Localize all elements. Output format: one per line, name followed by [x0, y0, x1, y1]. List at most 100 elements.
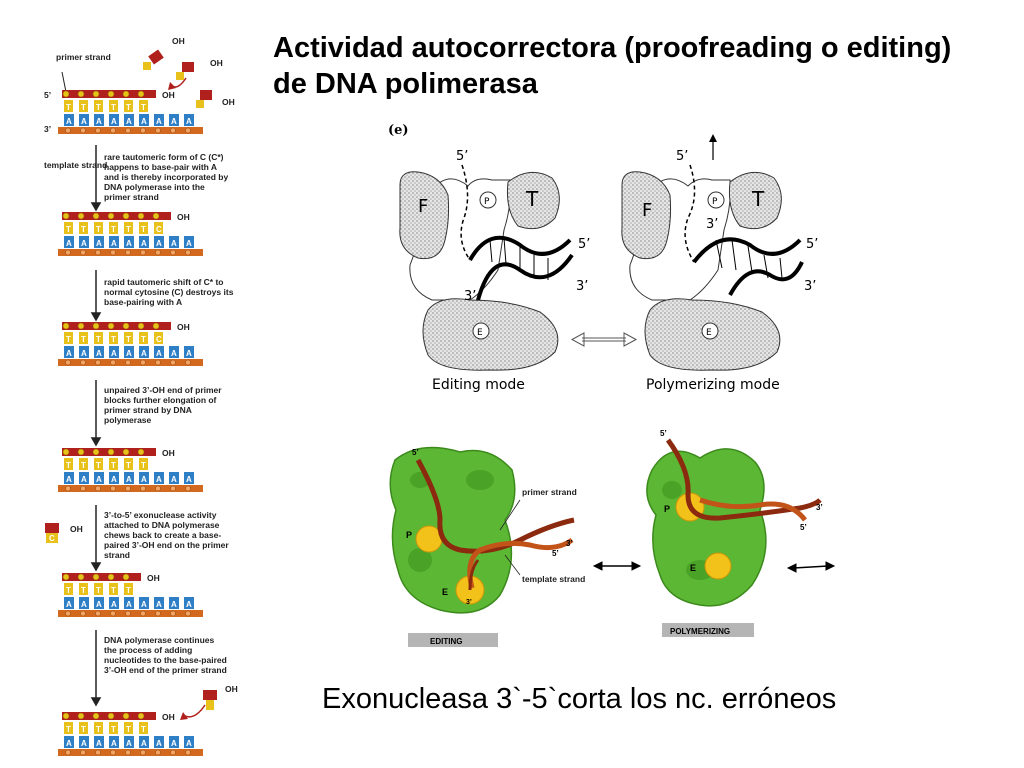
primer-base: T [81, 725, 86, 734]
primer-base: T [66, 586, 71, 595]
domain-t-label-2: T [751, 187, 765, 211]
slide-title: Actividad autocorrectora (proofreading o… [273, 32, 952, 100]
excised-nucleotide: C OH [45, 523, 83, 543]
step3-line: unpaired 3’-OH end of primer [104, 385, 222, 395]
template-base: A [96, 475, 102, 484]
template-base: A [126, 349, 132, 358]
template-base: A [171, 739, 177, 748]
template-base: A [111, 600, 117, 609]
primer-base: C [156, 225, 162, 234]
primer-base: T [96, 586, 101, 595]
template-base: A [156, 349, 162, 358]
slide-caption: Exonucleasa 3`-5`corta los nc. erróneos [322, 683, 837, 715]
polymerizing-3prime-inner: 3’ [706, 217, 718, 232]
polymerizing-site-e: E [690, 563, 696, 573]
template-base: A [96, 349, 102, 358]
step3-line: primer strand by DNA [104, 405, 192, 415]
primer-base: T [111, 335, 116, 344]
template-base: A [81, 349, 87, 358]
editing-mode-label: Editing mode [432, 377, 525, 393]
polymerizing-polymerase: P E 3 5’ 3’ 5’ POLYMERIZING [646, 429, 823, 637]
primer-strand-label: primer strand [56, 52, 111, 62]
primer-base: T [126, 586, 131, 595]
template-base: A [186, 117, 192, 126]
polymerizing-3prime-right: 3’ [804, 279, 816, 294]
editing-5prime-right: 5’ [552, 549, 559, 558]
editing-badge: EDITING [430, 637, 462, 646]
polymerizing-mode-label: Polymerizing mode [646, 377, 780, 393]
oh-label: OH [177, 212, 190, 222]
step5-line: 3’-OH end of the primer strand [104, 665, 227, 675]
primer-base: T [66, 461, 71, 470]
five-prime-label: 5’ [44, 90, 51, 100]
incoming-nucleotide: OH [180, 684, 238, 720]
template-base: A [171, 475, 177, 484]
template-base: A [171, 239, 177, 248]
step5-line: nucleotides to the base-paired [104, 655, 227, 665]
domain-f-label: F [418, 196, 428, 217]
template-base: A [141, 739, 147, 748]
template-base: A [186, 349, 192, 358]
bottom-primer-strand-label: primer strand [522, 487, 577, 497]
step-arrows [90, 145, 102, 707]
template-base: A [186, 475, 192, 484]
domain-f-label-2: F [642, 200, 652, 221]
template-base: A [126, 239, 132, 248]
template-base: A [81, 239, 87, 248]
step4-line: paired 3’-OH end on the primer [104, 540, 229, 550]
step2-line: base-pairing with A [104, 297, 182, 307]
polymerizing-5prime-right: 5’ [800, 523, 807, 532]
template-base: A [111, 475, 117, 484]
free-nucleotides-top: OH OH OH [143, 36, 235, 108]
oh-label-2: OH [210, 58, 223, 68]
template-base: A [66, 600, 72, 609]
template-base: A [141, 600, 147, 609]
template-base: A [111, 739, 117, 748]
step1-line: happens to base-pair with A [104, 162, 217, 172]
template-base: A [171, 117, 177, 126]
primer-base: T [81, 103, 86, 112]
polymerizing-3prime-right: 3’ [816, 503, 823, 512]
step4-line: 3’-to-5’ exonuclease activity [104, 510, 217, 520]
primer-base: T [126, 225, 131, 234]
primer-base: T [141, 461, 146, 470]
template-base: A [186, 239, 192, 248]
editing-5prime-top: 5’ [456, 149, 468, 164]
excised-c: C [49, 534, 55, 543]
primer-base: T [96, 461, 101, 470]
template-base: A [66, 239, 72, 248]
primer-base: T [81, 586, 86, 595]
template-base: A [186, 600, 192, 609]
editing-3prime-right: 3’ [566, 539, 573, 548]
primer-base: T [141, 225, 146, 234]
primer-base: T [111, 461, 116, 470]
site-p-label-2: P [712, 197, 718, 207]
template-base: A [141, 475, 147, 484]
template-base: A [141, 349, 147, 358]
polymerase-polymerizing-mode: F T P E 5’ 5’ 3’ 3’ [621, 134, 818, 371]
step4-line: strand [104, 550, 130, 560]
oh-label-3: OH [222, 97, 235, 107]
step1-text: rare tautomeric form of C (C*)happens to… [104, 152, 228, 202]
bottom-template-strand-label: template strand [522, 574, 585, 584]
step1-line: and is thereby incorporated by [104, 172, 228, 182]
polymerizing-5prime-top: 5’ [676, 149, 688, 164]
panel-e: (e) F T P E 5’ 5’ 3’ 3’ [388, 123, 818, 393]
step2-line: rapid tautomeric shift of C* to [104, 277, 223, 287]
template-base: A [111, 239, 117, 248]
template-base: A [96, 600, 102, 609]
polymerizing-5prime-right: 5’ [806, 237, 818, 252]
primer-base: T [96, 103, 101, 112]
primer-base: T [126, 335, 131, 344]
primer-base: T [96, 225, 101, 234]
primer-base: T [126, 725, 131, 734]
step3-line: blocks further elongation of [104, 395, 217, 405]
primer-base: T [141, 103, 146, 112]
polymerase-editing-mode: F T P E 5’ 5’ 3’ 3’ [399, 149, 590, 371]
step4-line: chews back to create a base- [104, 530, 221, 540]
primer-base: T [96, 335, 101, 344]
